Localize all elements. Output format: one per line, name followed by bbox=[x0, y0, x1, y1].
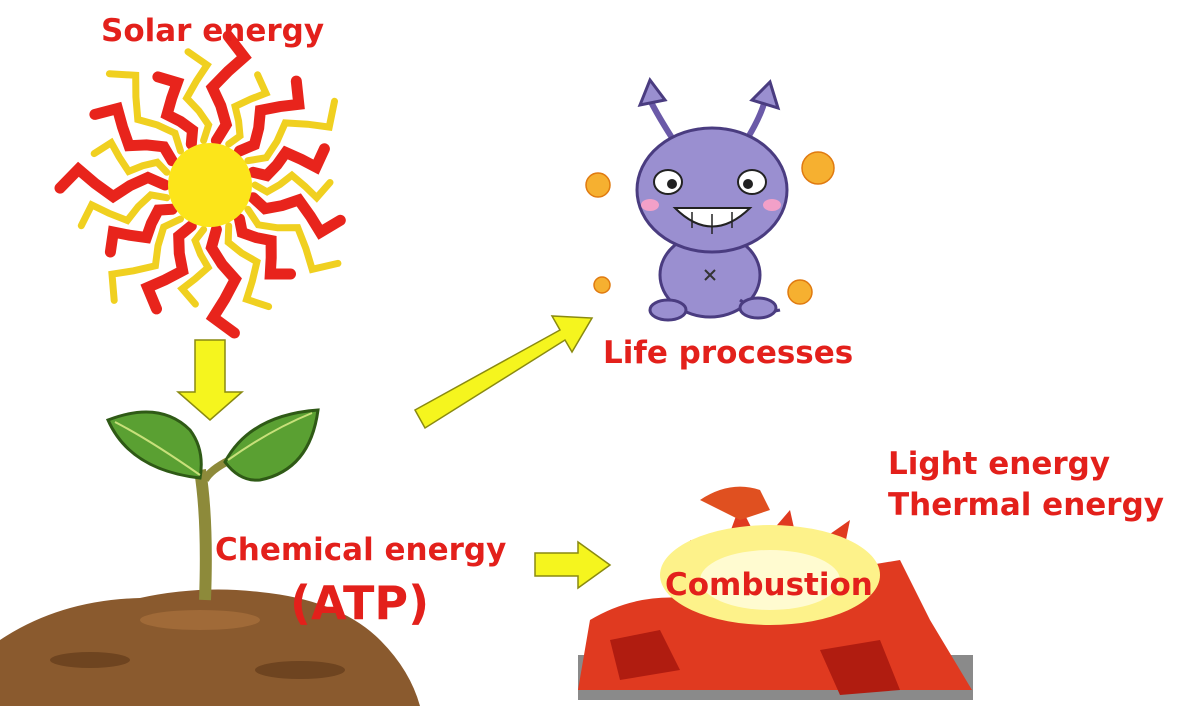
thermal-energy-label: Thermal energy bbox=[888, 487, 1164, 523]
sun-ray bbox=[205, 30, 252, 146]
sun-core bbox=[168, 143, 252, 227]
sun-ray bbox=[247, 192, 346, 240]
combustion-label: Combustion bbox=[665, 567, 873, 603]
sun-icon bbox=[54, 30, 346, 339]
sun-ray bbox=[244, 97, 338, 165]
creature-icon bbox=[635, 76, 789, 322]
sun-ray bbox=[177, 226, 213, 308]
sun-ray bbox=[108, 215, 184, 304]
sun-ray bbox=[251, 170, 334, 203]
sun-ray bbox=[247, 143, 330, 182]
sun-ray bbox=[225, 71, 271, 148]
sun-ray bbox=[140, 220, 197, 315]
sun-ray bbox=[152, 71, 199, 150]
chemical-energy-label: Chemical energy bbox=[215, 532, 507, 568]
light-energy-label: Light energy bbox=[888, 446, 1111, 482]
plant-icon bbox=[105, 408, 320, 601]
sun-ray bbox=[89, 101, 178, 167]
sun-ray bbox=[234, 75, 305, 157]
arrow-sun-to-plant bbox=[176, 339, 244, 421]
fire-icon bbox=[578, 486, 973, 700]
sun-ray bbox=[104, 203, 178, 258]
solar-energy-label: Solar energy bbox=[101, 13, 325, 49]
atp-label: (ATP) bbox=[290, 576, 430, 630]
sun-ray bbox=[234, 213, 296, 280]
sun-ray bbox=[77, 191, 171, 230]
sun-ray bbox=[244, 205, 342, 274]
sun-ray bbox=[54, 161, 171, 204]
sun-ray bbox=[182, 48, 213, 144]
sun-ray bbox=[224, 222, 273, 311]
sun-ray bbox=[205, 224, 242, 339]
soil-icon bbox=[0, 589, 420, 706]
sparkle-icons bbox=[585, 151, 835, 305]
arrow-to-combustion bbox=[534, 540, 612, 590]
sun-ray bbox=[105, 70, 184, 155]
sun-ray bbox=[90, 137, 171, 176]
arrow-to-life-processes bbox=[413, 315, 594, 430]
life-processes-label: Life processes bbox=[603, 335, 854, 371]
